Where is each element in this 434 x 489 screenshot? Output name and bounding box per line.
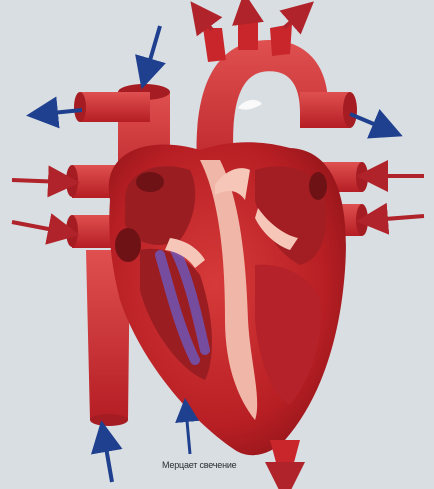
aorta-branch-3 xyxy=(270,24,292,56)
right-upper-vessel-end xyxy=(343,92,357,128)
right-upper-vessel xyxy=(300,92,350,128)
left-upper-vessel-end xyxy=(74,92,86,122)
left-atrium-opening xyxy=(309,172,327,200)
left-middle-vessel-end xyxy=(66,165,78,197)
arrow-red-top-2 xyxy=(246,8,248,24)
left-upper-vessel xyxy=(80,92,150,122)
aorta-branch-2 xyxy=(238,22,258,50)
arrow-red-left-upper xyxy=(12,180,64,182)
atrium-opening-lower xyxy=(115,228,141,262)
left-lower-vessel-end xyxy=(66,215,78,247)
atrium-opening-upper xyxy=(136,172,164,192)
caption-label: Мерцает свечение xyxy=(162,460,236,470)
right-middle-vessel-end xyxy=(356,162,368,192)
inferior-vena-cava-opening xyxy=(90,414,128,426)
right-lower-vessel-end xyxy=(356,204,368,236)
